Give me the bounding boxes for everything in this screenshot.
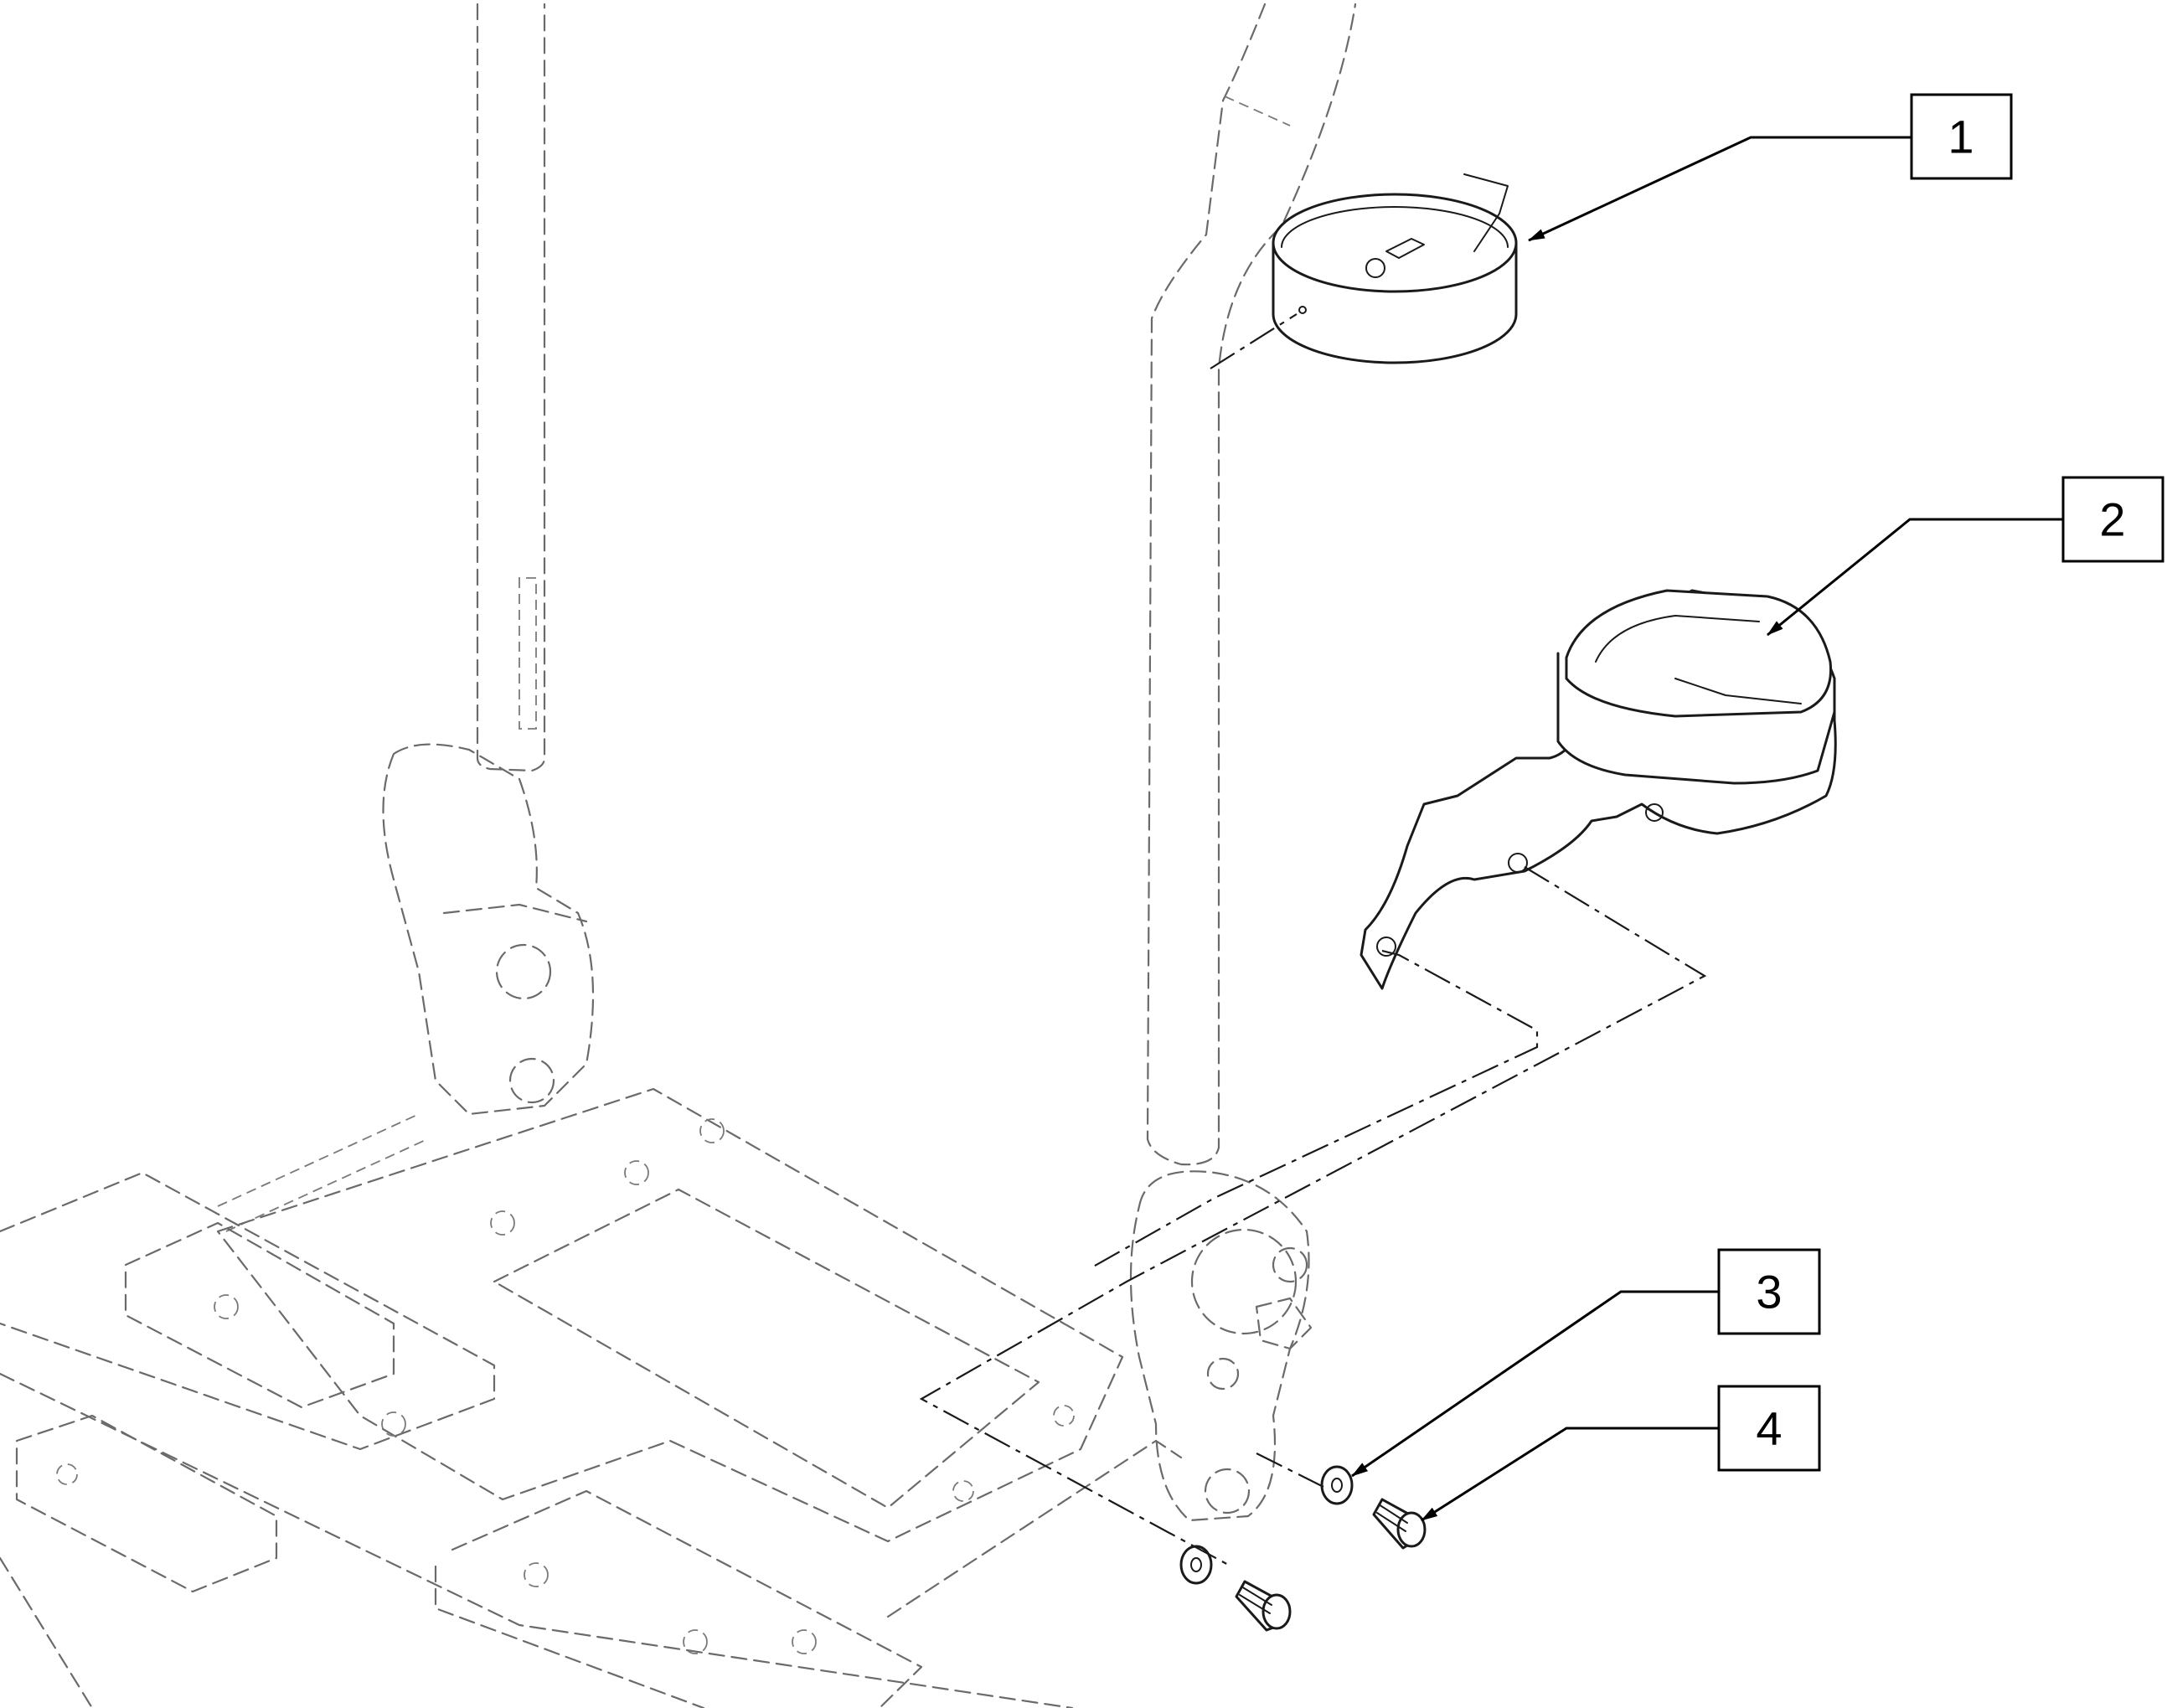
callout-2: 2: [2061, 476, 2164, 563]
assembly-centerlines: [919, 313, 1707, 1567]
screw-right: [1372, 1498, 1427, 1550]
screw-left: [1235, 1580, 1292, 1632]
callout-leaders: [1351, 136, 2063, 1522]
callout-4: 4: [1717, 1385, 1821, 1472]
leader-3: [1351, 1290, 1719, 1478]
washer-left: [1179, 1545, 1213, 1585]
leader-1: [1528, 136, 1912, 242]
washer-right: [1320, 1465, 1354, 1505]
cup-holder-bracket: [1360, 589, 1837, 990]
callout-1-number: 1: [1948, 111, 1974, 163]
cup-holder-ring: [1272, 173, 1518, 364]
leader-4: [1421, 1427, 1719, 1522]
callout-3-number: 3: [1756, 1266, 1782, 1318]
callout-1: 1: [1910, 93, 2013, 180]
callout-4-number: 4: [1756, 1402, 1782, 1455]
wheelchair-frame-phantom: [0, 3, 1357, 1708]
callout-3: 3: [1717, 1248, 1821, 1335]
callout-2-number: 2: [2099, 493, 2125, 546]
leader-2: [1767, 518, 2063, 637]
